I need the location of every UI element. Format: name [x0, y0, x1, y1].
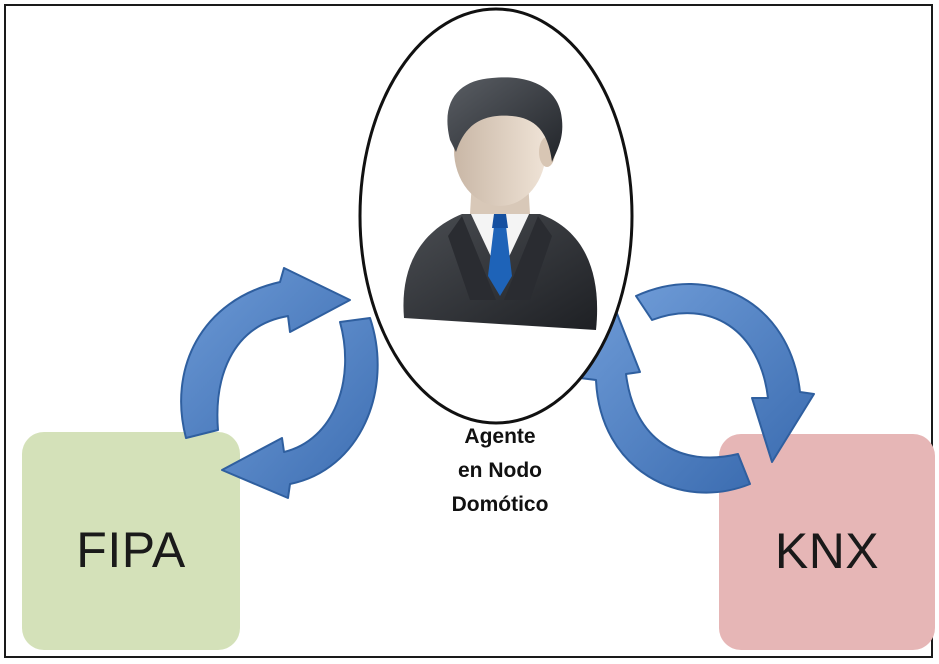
agent-label-line-1: Agente	[464, 425, 536, 448]
knx-box: KNX	[719, 434, 935, 650]
knx-label: KNX	[774, 523, 880, 579]
agent-label: Agente en Nodo Domótico	[400, 420, 600, 522]
fipa-box: FIPA	[22, 432, 240, 650]
agent-label-line-2: en Nodo	[458, 459, 542, 482]
fipa-label: FIPA	[76, 522, 186, 578]
agent-label-line-3: Domótico	[451, 493, 549, 516]
left-cycle-arrows-icon	[180, 267, 379, 499]
agent-avatar-icon	[403, 77, 598, 330]
